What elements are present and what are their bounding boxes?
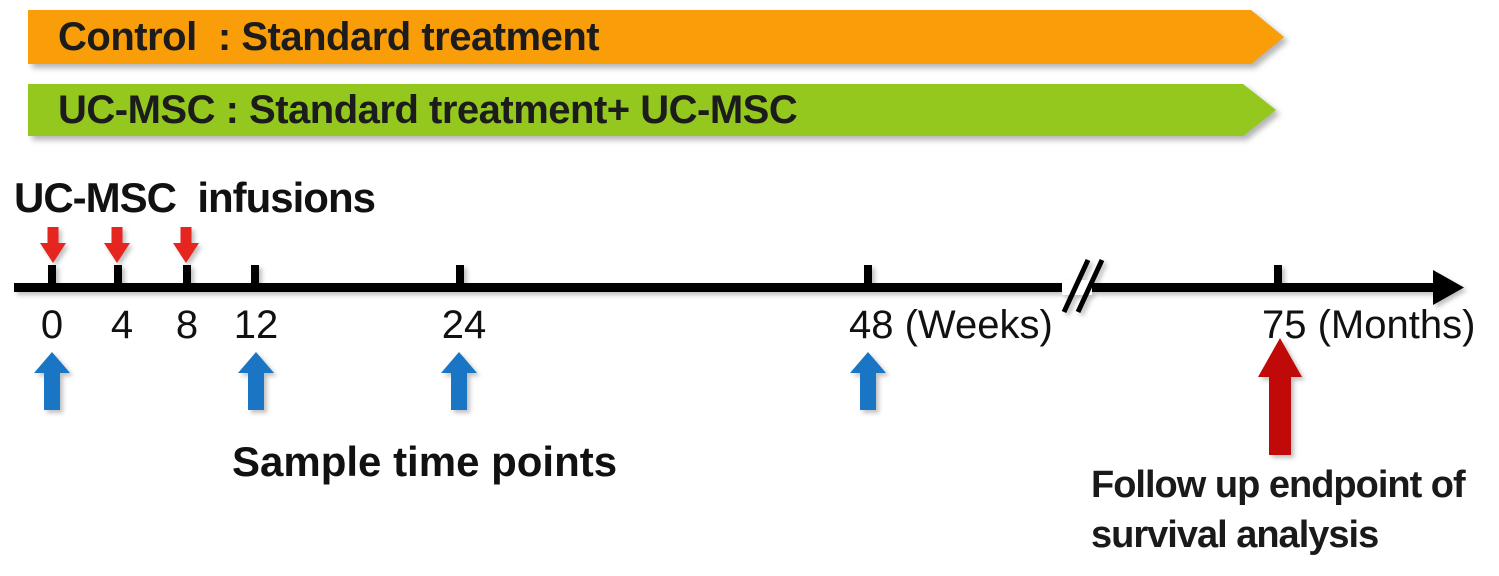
banner-group: Control : Standard treatment UC-MSC : St… bbox=[0, 0, 1499, 150]
sample-arrow-week-0-icon bbox=[34, 352, 70, 410]
infusions-label: UC-MSC infusions bbox=[14, 174, 376, 221]
endpoint-label: Follow up endpoint of survival analysis bbox=[1091, 460, 1466, 560]
sample-arrow-week-48-icon bbox=[850, 352, 886, 410]
endpoint-label-line2: survival analysis bbox=[1091, 514, 1379, 556]
tick-label-12: 12 bbox=[233, 303, 279, 347]
tick-label-4: 4 bbox=[110, 303, 134, 347]
ucmsc-arm-banner: UC-MSC : Standard treatment+ UC-MSC bbox=[28, 84, 1276, 136]
endpoint-label-line1: Follow up endpoint of bbox=[1091, 464, 1466, 506]
ucmsc-arm-label: UC-MSC : Standard treatment+ UC-MSC bbox=[58, 87, 798, 132]
tick-label-0: 0 bbox=[40, 303, 64, 347]
control-arm-label: Control : Standard treatment bbox=[58, 14, 600, 59]
tick-label-75-months: 75 (Months) bbox=[1262, 303, 1476, 347]
endpoint-arrow-icon bbox=[1258, 338, 1302, 455]
tick-label-24: 24 bbox=[441, 303, 487, 347]
control-arm-banner: Control : Standard treatment bbox=[28, 10, 1284, 64]
sample-time-points-label: Sample time points bbox=[232, 438, 618, 485]
sample-arrow-week-12-icon bbox=[238, 352, 274, 410]
infusion-arrow-week-8-icon bbox=[173, 227, 199, 263]
infusion-arrow-week-0-icon bbox=[40, 227, 66, 263]
tick-label-8: 8 bbox=[175, 303, 199, 347]
sample-arrow-week-24-icon bbox=[441, 352, 477, 410]
infusion-arrow-week-4-icon bbox=[104, 227, 130, 263]
tick-label-48-weeks: 48 (Weeks) bbox=[849, 303, 1053, 347]
timeline-axis bbox=[14, 258, 1464, 314]
